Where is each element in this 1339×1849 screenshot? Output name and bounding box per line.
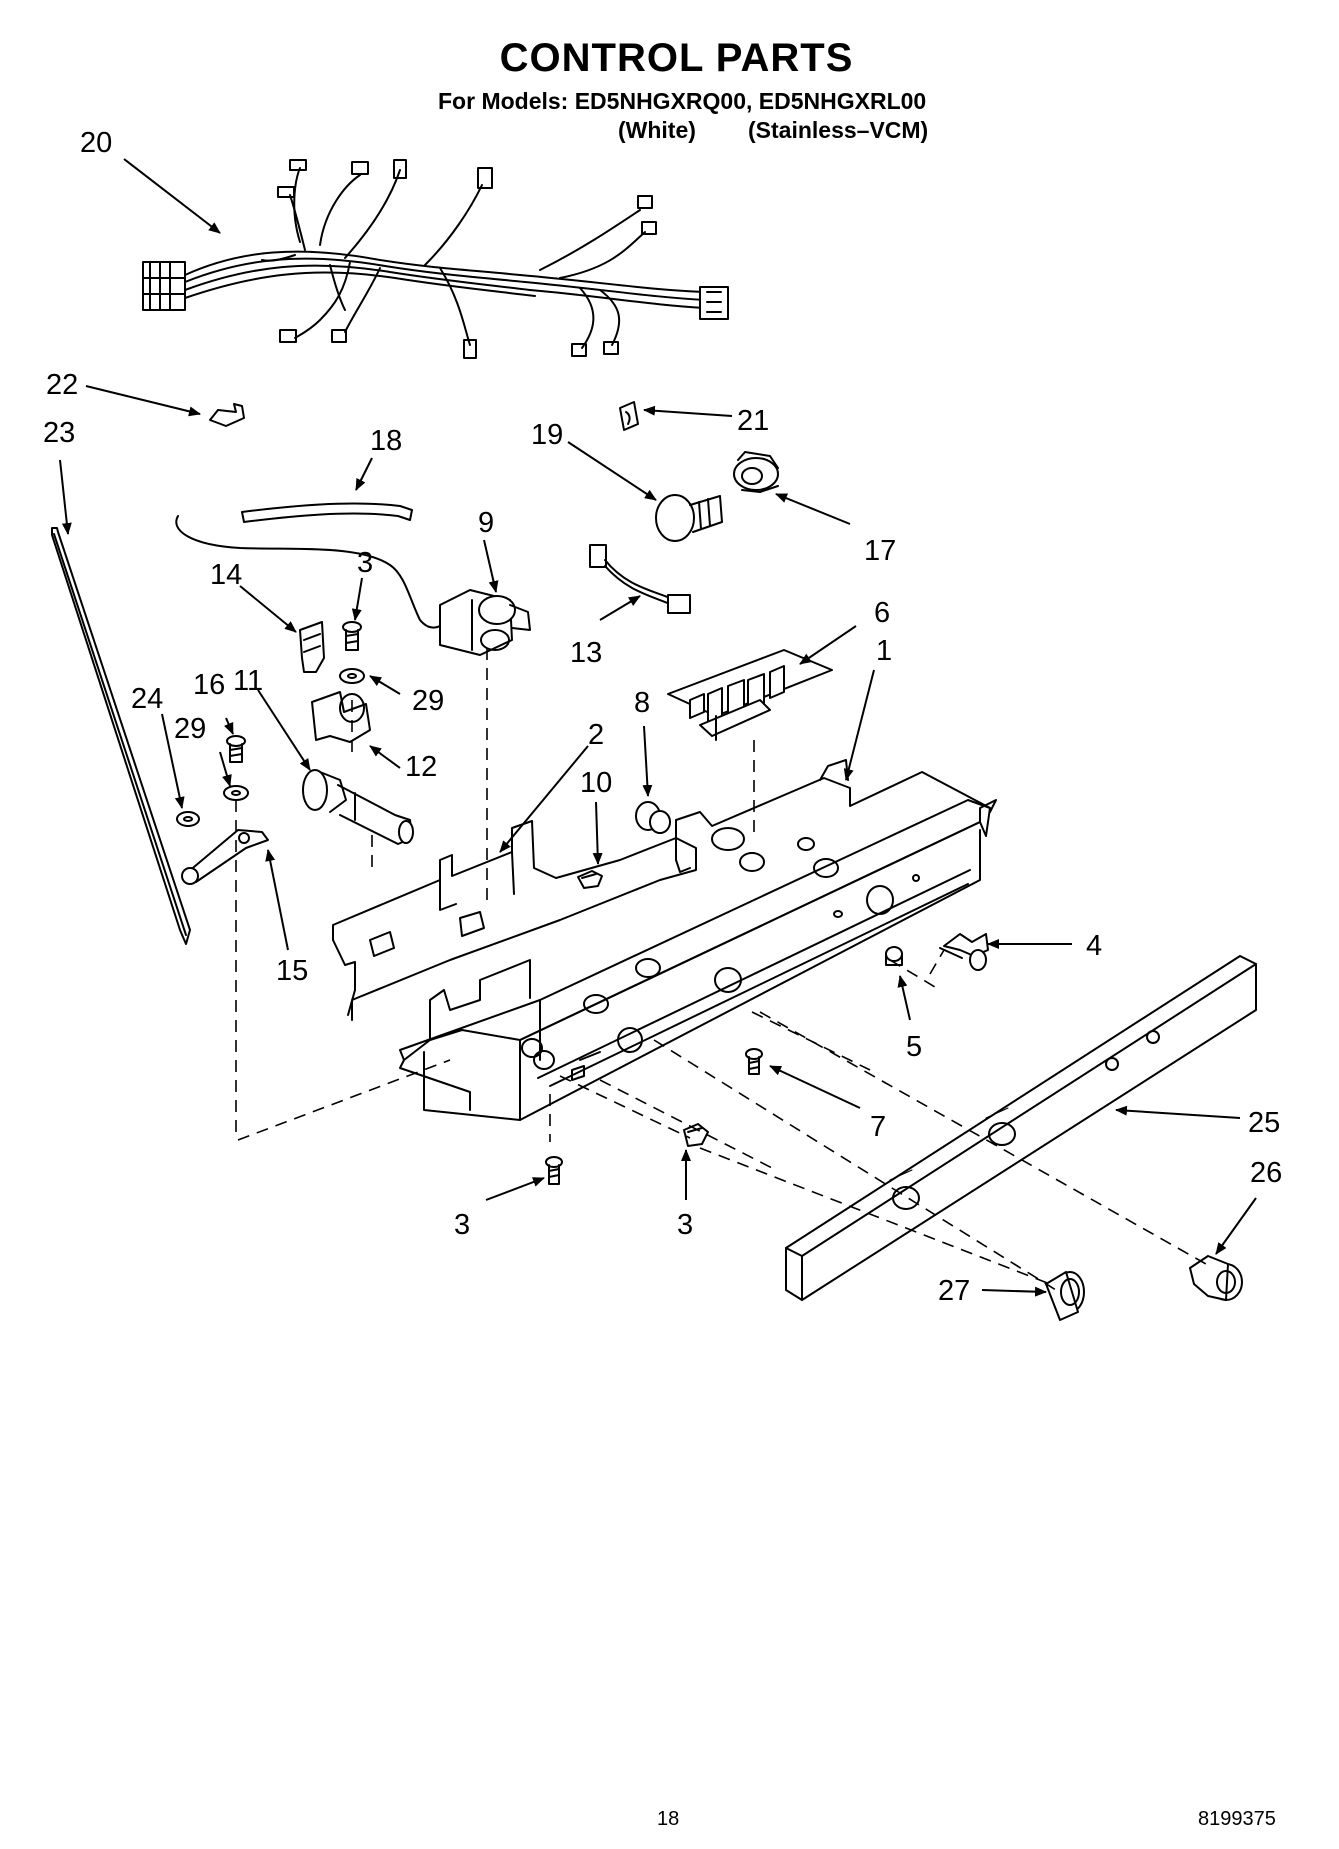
page-title: CONTROL PARTS bbox=[499, 36, 854, 80]
alignment-lines bbox=[235, 648, 1207, 1291]
tube-part bbox=[241, 502, 413, 523]
callout-14: 14 bbox=[210, 559, 242, 591]
pigtail-harness-part bbox=[589, 544, 691, 614]
callout-11: 11 bbox=[233, 665, 263, 697]
callout-numbers: 20 22 23 21 19 18 17 9 3 14 13 6 1 16 11… bbox=[43, 127, 1282, 1307]
document-number: 8199375 bbox=[1198, 1808, 1276, 1830]
callout-23: 23 bbox=[43, 417, 75, 449]
clip-part bbox=[209, 403, 245, 427]
callout-21: 21 bbox=[737, 405, 769, 437]
grommet-part bbox=[635, 801, 671, 834]
washer-upper-part bbox=[339, 668, 365, 684]
callout-9: 9 bbox=[478, 507, 494, 539]
callout-5: 5 bbox=[906, 1031, 922, 1063]
callout-8: 8 bbox=[634, 687, 650, 719]
screw-upper-part bbox=[342, 621, 362, 651]
callout-3-upper: 3 bbox=[357, 547, 373, 579]
callout-17: 17 bbox=[864, 535, 896, 567]
callout-22: 22 bbox=[46, 369, 78, 401]
lamp-socket-part bbox=[733, 451, 779, 493]
leader-arrows bbox=[59, 158, 1257, 1297]
callout-2: 2 bbox=[588, 719, 604, 751]
control-board-part bbox=[667, 649, 833, 741]
page-number: 18 bbox=[657, 1808, 680, 1830]
callout-29-left: 29 bbox=[174, 713, 206, 745]
washer-far-left-part bbox=[176, 811, 200, 827]
wiring-harness-part bbox=[142, 159, 729, 359]
washer-left-part bbox=[223, 785, 249, 801]
variant-stainless-label: (Stainless–VCM) bbox=[748, 117, 929, 143]
bracket-part bbox=[299, 621, 325, 673]
screw-right-part bbox=[745, 1048, 763, 1075]
indicator-light-part bbox=[885, 946, 903, 966]
callout-4: 4 bbox=[1086, 930, 1102, 962]
callout-13: 13 bbox=[570, 637, 602, 669]
lever-part bbox=[181, 829, 269, 885]
callout-1: 1 bbox=[876, 635, 892, 667]
screw-mid-part bbox=[577, 870, 603, 889]
callout-6: 6 bbox=[874, 597, 890, 629]
callout-3-lower-left: 3 bbox=[454, 1209, 470, 1241]
callout-3-lower-right: 3 bbox=[677, 1209, 693, 1241]
callout-29-upper: 29 bbox=[412, 685, 444, 717]
callout-12: 12 bbox=[405, 751, 437, 783]
screw-lower-right-part bbox=[683, 1123, 709, 1147]
control-housing-part bbox=[399, 759, 997, 1121]
mounting-bracket-part bbox=[311, 691, 371, 743]
callout-18: 18 bbox=[370, 425, 402, 457]
thermostat-part bbox=[175, 515, 531, 656]
callout-20: 20 bbox=[80, 127, 112, 159]
screw-lower-left-part bbox=[545, 1156, 563, 1185]
variant-white-label: (White) bbox=[618, 117, 696, 143]
left-knob-part bbox=[1045, 1271, 1085, 1321]
callout-7: 7 bbox=[870, 1111, 886, 1143]
callout-16: 16 bbox=[193, 669, 225, 701]
right-knob-part bbox=[1189, 1255, 1243, 1301]
switch-part bbox=[939, 933, 989, 971]
callout-19: 19 bbox=[531, 419, 563, 451]
control-shaft-part bbox=[302, 769, 414, 845]
callout-25: 25 bbox=[1248, 1107, 1280, 1139]
callout-24: 24 bbox=[131, 683, 163, 715]
models-line: For Models: ED5NHGXRQ00, ED5NHGXRL00 bbox=[438, 88, 927, 114]
light-bulb-part bbox=[655, 494, 723, 542]
control-panel-part bbox=[785, 955, 1257, 1301]
callout-15: 15 bbox=[276, 955, 308, 987]
screw-left-part bbox=[226, 735, 246, 763]
shaft-bracket-part bbox=[332, 820, 697, 1021]
callout-10: 10 bbox=[580, 767, 612, 799]
callout-27: 27 bbox=[938, 1275, 970, 1307]
callout-26: 26 bbox=[1250, 1157, 1282, 1189]
